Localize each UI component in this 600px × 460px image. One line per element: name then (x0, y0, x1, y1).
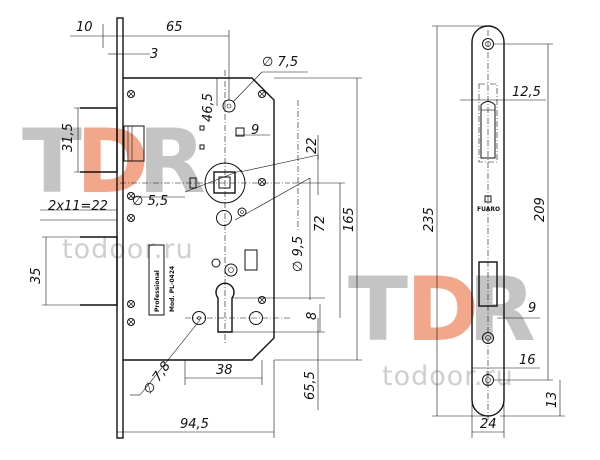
model-label: Mod. PL-0424 (169, 266, 176, 312)
faceplate-screws (127, 90, 266, 326)
watermark-letter-t: T (348, 258, 408, 361)
dim-9-strike: 9 (528, 301, 536, 316)
brand-label-box (148, 244, 165, 316)
dim-2x11: 2x11=22 (48, 199, 108, 214)
dim-3: 3 (150, 47, 158, 62)
dimension-lines-front (40, 18, 362, 438)
dim-38: 38 (216, 363, 233, 378)
dim-209: 209 (533, 197, 548, 222)
dim-16: 16 (519, 353, 536, 368)
watermark-left: T D R todoor.ru (22, 110, 208, 265)
dim-12-5: 12,5 (512, 85, 541, 100)
case-outline (123, 77, 275, 361)
through-hole-upper (216, 210, 232, 226)
dim-65-5: 65,5 (303, 371, 318, 400)
dim-22: 22 (305, 137, 320, 154)
faceplate (116, 17, 124, 439)
dim-65: 65 (166, 20, 183, 35)
latch-guide (123, 125, 145, 162)
watermark-letter-r: R (138, 110, 204, 213)
dimension-lines-strike (432, 25, 565, 438)
strike-plate-outline (471, 25, 505, 417)
dim-13: 13 (545, 391, 560, 408)
follower-square (213, 171, 236, 194)
dim-35: 35 (29, 267, 44, 284)
watermark-site: todoor.ru (382, 361, 514, 392)
watermark-letter-t: T (22, 110, 82, 213)
dim-72: 72 (313, 215, 328, 232)
strike-brand-label: FUARO (477, 206, 500, 213)
dead-bolt (80, 236, 118, 306)
dim-94-5: 94,5 (180, 417, 209, 432)
dim-31-5: 31,5 (61, 123, 76, 152)
strike-plate: FUARO (471, 25, 505, 420)
watermark-letter-d: D (406, 258, 475, 361)
dim-46-5: 46,5 (201, 93, 216, 122)
dim-diam-5-5: ∅ 5,5 (132, 194, 168, 209)
lock-body: Professional Mod. PL-0424 (80, 17, 299, 439)
dim-diam-9-5: ∅ 9,5 (291, 236, 306, 272)
dim-8: 8 (305, 312, 320, 320)
dimension-labels: 10 65 3 ∅ 7,5 46,5 31,5 9 22 ∅ 5,5 2x11=… (29, 20, 560, 432)
dim-165: 165 (342, 207, 357, 232)
through-hole-lower (192, 311, 206, 325)
watermark-site: todoor.ru (62, 234, 194, 265)
dim-235: 235 (422, 207, 437, 232)
dim-diam-7-8: ∅ 7,8 (141, 359, 174, 397)
dim-10: 10 (76, 20, 93, 35)
latch-opening (480, 101, 496, 159)
watermark-letter-r: R (468, 258, 534, 361)
dim-24: 24 (480, 417, 497, 432)
brand-label: Professional (154, 270, 161, 312)
dim-9-square: 9 (251, 123, 259, 138)
square-9-ref (235, 127, 245, 137)
dim-diam-7-5: ∅ 7,5 (262, 55, 298, 70)
watermark-right: T D R todoor.ru (348, 258, 538, 392)
